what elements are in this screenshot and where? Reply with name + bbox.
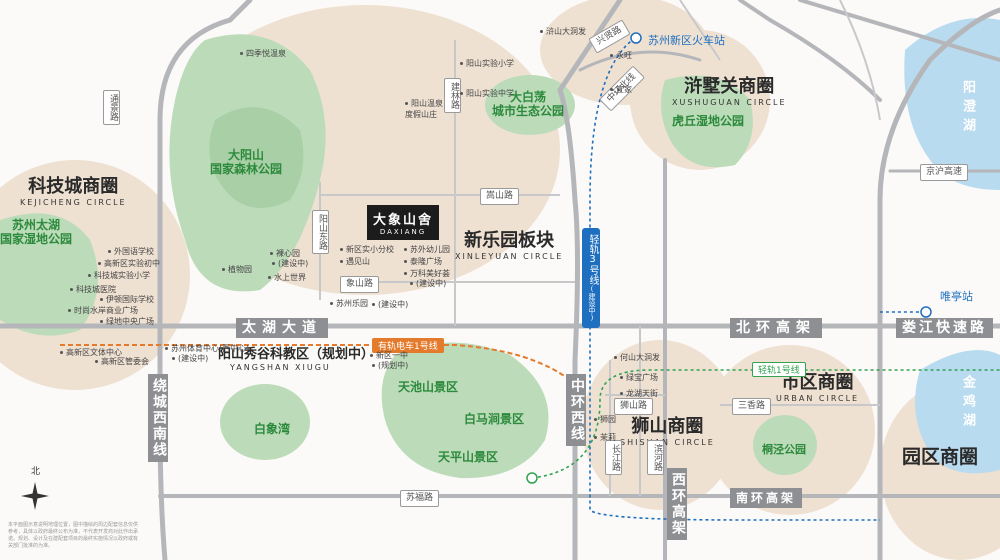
poi-suzhou-leyuan: 苏州乐园 [330, 298, 368, 309]
tag-line1: 轻轨1号线 [752, 362, 806, 377]
jinji-lake [915, 350, 1000, 474]
compass-label: 北 [31, 467, 41, 477]
road-taihu: 太湖大道 [236, 318, 328, 338]
road-tongjing: 通景路 [103, 90, 120, 125]
road-shishan: 狮山路 [614, 398, 654, 415]
label-baixiangwan: 白象湾 [254, 422, 291, 436]
poi-yangshan-mid: 阳山实验中学 [460, 88, 514, 99]
tram-line-1 [60, 344, 571, 381]
poi-shifang: 时尚水岸商业广场 [68, 305, 138, 316]
tag-line3: 轻轨3号线(建设中) [582, 228, 600, 328]
road-sanxiang: 三香路 [732, 398, 772, 415]
poi-tiyu-note: (建设中) [172, 353, 208, 364]
poi-wenquan: 阳山温泉度假山庄 [405, 98, 447, 120]
poi-xinqu-xiao: 新区实小分校 [340, 244, 394, 255]
poi-wanke-note: (建设中) [410, 278, 446, 289]
label-taihu-wetland: 苏州太湖 国家湿地公园 [0, 218, 73, 247]
road-raocheng: 绕城西南线 [148, 374, 168, 462]
poi-maoli: 茉莉 [594, 432, 616, 443]
label-jinji-lake: 金鸡湖 [960, 375, 975, 432]
tongjing-park [753, 415, 817, 475]
road-binhe: 滨河路 [647, 440, 664, 475]
poi-xinqu-1: 新区一中 [370, 350, 408, 361]
poi-shuishang: 水上世界 [268, 272, 306, 283]
road-loujiang: 娄江快速路 [896, 318, 993, 338]
road-beihuan: 北环高架 [730, 318, 822, 338]
baixiangwan [220, 384, 310, 460]
poi-yijia: 宜家 [610, 84, 632, 95]
label-baima: 白马涧景区 [464, 412, 525, 426]
poi-wenti: 高新区文体中心 [60, 347, 122, 358]
label-tongjing: 桐泾公园 [762, 443, 806, 456]
poi-shiyuan: 狮园 [594, 414, 616, 425]
label-dayangshan: 大阳山 国家森林公园 [210, 148, 283, 177]
tianchi-area [381, 342, 549, 479]
poi-wanke: 万科美好荟 [404, 268, 450, 279]
poi-longhu: 龙湖天街 [620, 388, 658, 399]
poi-yidun: 伊顿国际学校 [100, 294, 154, 305]
project-name-en: DAXIANG [379, 228, 427, 236]
road-sufu: 苏福路 [400, 490, 440, 507]
poi-qinjia: 泰隆广场 [404, 256, 442, 267]
poi-yujianshan: 遇见山 [340, 256, 370, 267]
dayangshan-inner [209, 107, 304, 208]
road-xihuan: 西环高架 [667, 468, 687, 540]
poi-youeryuan: 苏外幼儿园 [404, 244, 450, 255]
zone-park: 园区商圈 [902, 446, 979, 468]
project-name: 大象山舍 [373, 213, 434, 228]
poi-waiguoyu: 外国语学校 [108, 246, 154, 257]
poi-xinqu-1-note: (规划中) [372, 360, 408, 371]
poi-sijiyue: 四季悦温泉 [240, 48, 286, 59]
compass-icon [21, 482, 49, 510]
poi-gaoxin-zhong: 高新区实验初中 [98, 258, 160, 269]
road-yangshandong: 阳山东路 [312, 210, 329, 254]
poi-yangshan-school: 阳山实验小学 [460, 58, 514, 69]
huqiu-park [661, 75, 753, 168]
project-marker[interactable]: 大象山舍 DAXIANG [367, 205, 440, 240]
poi-heshan: 何山大洞发 [614, 352, 660, 363]
zone-yangshan: 阳山秀谷科教区（规划中）YANGSHAN XIUGU [218, 347, 375, 372]
label-tianping: 天平山景区 [438, 450, 499, 464]
poi-yongwang: 永旺 [610, 50, 632, 61]
road-changjiang: 长江路 [605, 440, 622, 475]
poi-leyuan-note: (建设中) [372, 299, 408, 310]
road-nanhuan: 南环高架 [730, 488, 803, 508]
poi-zhiwu: 植物园 [222, 264, 252, 275]
road-jinghu: 京沪高速 [920, 164, 969, 181]
label-dabaidang: 大白荡 城市生态公园 [492, 90, 565, 119]
label-huqiu: 虎丘湿地公园 [672, 114, 745, 128]
road-songshan: 嵩山路 [480, 188, 520, 205]
poi-kuaixin-note: (建设中) [272, 258, 308, 269]
road-xiangshan: 象山路 [340, 276, 380, 293]
disclaimer: 本平面图示意说明地理位置，图中描绘的周边配套信息仅供参考，具体以政府最终公布为准… [8, 522, 139, 549]
label-tianchi: 天池山景区 [398, 380, 459, 394]
poi-keji-yiyuan: 科技城医院 [70, 284, 116, 295]
poi-keji-xiao: 科技城实验小学 [88, 270, 150, 281]
poi-guanweihui: 高新区管委会 [95, 356, 149, 367]
poi-lvbao: 绿宝广场 [620, 372, 658, 383]
label-yangcheng-lake: 阳澄湖 [960, 80, 975, 137]
poi-tiyu: 苏州体育中心(西中心) [165, 343, 249, 354]
poi-kuaixin: 裸心园 [270, 248, 300, 259]
station-weiting[interactable]: 唯亭站 [940, 290, 973, 303]
poi-jihushan: 浒山大洞发 [540, 26, 586, 37]
station-xinqu[interactable]: 苏州新区火车站 [648, 34, 725, 47]
poi-lvdi: 绿地中央广场 [100, 316, 154, 327]
road-zhonghuanxi: 中环西线 [566, 374, 586, 446]
